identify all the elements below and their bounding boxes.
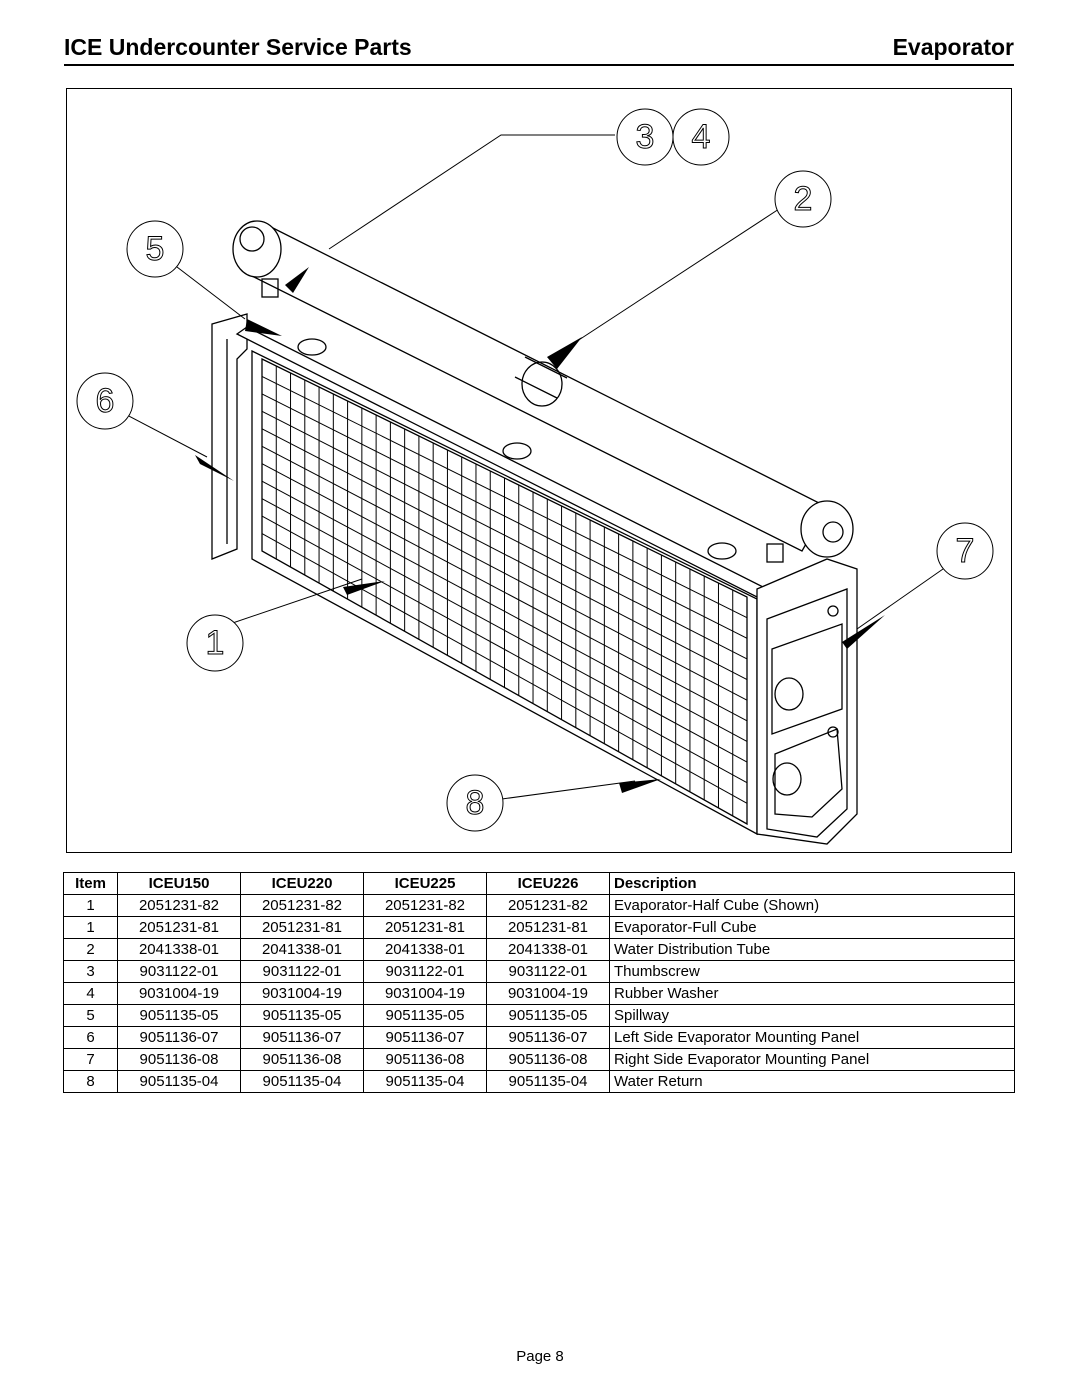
part-number-cell: 9051135-05	[240, 1004, 364, 1027]
description-cell: Water Return	[609, 1070, 1015, 1093]
callout-2: 2	[794, 180, 813, 218]
part-number-cell: 9031122-01	[240, 960, 364, 983]
part-number-cell: 9031122-01	[117, 960, 241, 983]
part-number-cell: 9051136-08	[486, 1048, 610, 1071]
part-number-cell: 9051135-05	[486, 1004, 610, 1027]
description-cell: Evaporator-Full Cube	[609, 916, 1015, 939]
part-number-cell: 9051136-08	[117, 1048, 241, 1071]
evaporator-drawing: 3 4 2 5 6 7 1 8	[76, 108, 994, 845]
part-number-cell: 9051136-08	[363, 1048, 487, 1071]
item-cell: 4	[63, 982, 118, 1005]
part-number-cell: 9051135-05	[117, 1004, 241, 1027]
item-cell: 3	[63, 960, 118, 983]
part-number-cell: 9051135-04	[117, 1070, 241, 1093]
item-cell: 2	[63, 938, 118, 961]
callout-5: 5	[146, 230, 165, 268]
col-header-iceu225: ICEU225	[363, 872, 487, 895]
col-header-description: Description	[609, 872, 1015, 895]
col-header-iceu220: ICEU220	[240, 872, 364, 895]
document-title: ICE Undercounter Service Parts	[64, 34, 412, 60]
description-cell: Thumbscrew	[609, 960, 1015, 983]
part-number-cell: 9031004-19	[117, 982, 241, 1005]
callout-1: 1	[206, 624, 225, 662]
table-header-row: Item ICEU150 ICEU220 ICEU225 ICEU226 Des…	[63, 872, 1015, 895]
part-number-cell: 2041338-01	[240, 938, 364, 961]
description-cell: Rubber Washer	[609, 982, 1015, 1005]
part-number-cell: 9031004-19	[240, 982, 364, 1005]
page-header: ICE Undercounter Service Parts Evaporato…	[64, 34, 1014, 66]
part-number-cell: 9051135-04	[363, 1070, 487, 1093]
part-number-cell: 2051231-81	[240, 916, 364, 939]
evaporator-grid	[251, 349, 758, 836]
right-mounting-panel	[756, 558, 858, 845]
part-number-cell: 2051231-81	[363, 916, 487, 939]
item-cell: 7	[63, 1048, 118, 1071]
part-number-cell: 9031122-01	[486, 960, 610, 983]
item-cell: 5	[63, 1004, 118, 1027]
part-number-cell: 9031004-19	[486, 982, 610, 1005]
callout-7: 7	[956, 532, 975, 570]
part-number-cell: 2051231-81	[117, 916, 241, 939]
description-cell: Spillway	[609, 1004, 1015, 1027]
description-cell: Left Side Evaporator Mounting Panel	[609, 1026, 1015, 1049]
item-cell: 6	[63, 1026, 118, 1049]
part-number-cell: 2051231-82	[117, 894, 241, 917]
part-number-cell: 2051231-81	[486, 916, 610, 939]
description-cell: Water Distribution Tube	[609, 938, 1015, 961]
part-number-cell: 2051231-82	[486, 894, 610, 917]
callout-6: 6	[96, 382, 115, 420]
part-number-cell: 9051135-04	[486, 1070, 610, 1093]
part-number-cell: 9051136-07	[363, 1026, 487, 1049]
parts-table: Item ICEU150 ICEU220 ICEU225 ICEU226 Des…	[63, 872, 1015, 1093]
part-number-cell: 9051136-07	[240, 1026, 364, 1049]
item-cell: 8	[63, 1070, 118, 1093]
part-number-cell: 2051231-82	[240, 894, 364, 917]
col-header-item: Item	[63, 872, 118, 895]
description-cell: Evaporator-Half Cube (Shown)	[609, 894, 1015, 917]
callout-3: 3	[636, 118, 655, 156]
part-number-cell: 2041338-01	[117, 938, 241, 961]
water-distribution-tube	[232, 220, 854, 563]
callout-4: 4	[692, 118, 711, 156]
col-header-iceu226: ICEU226	[486, 872, 610, 895]
part-number-cell: 9051136-08	[240, 1048, 364, 1071]
part-number-cell: 9031122-01	[363, 960, 487, 983]
part-number-cell: 2051231-82	[363, 894, 487, 917]
part-number-cell: 2041338-01	[363, 938, 487, 961]
description-cell: Right Side Evaporator Mounting Panel	[609, 1048, 1015, 1071]
section-title: Evaporator	[892, 34, 1014, 60]
part-number-cell: 9051136-07	[117, 1026, 241, 1049]
part-number-cell: 9051136-07	[486, 1026, 610, 1049]
col-header-iceu150: ICEU150	[117, 872, 241, 895]
part-number-cell: 9031004-19	[363, 982, 487, 1005]
part-number-cell: 2041338-01	[486, 938, 610, 961]
part-number-cell: 9051135-04	[240, 1070, 364, 1093]
evaporator-diagram: 3 4 2 5 6 7 1 8	[66, 88, 1012, 853]
page-number: Page 8	[516, 1348, 564, 1365]
callout-8: 8	[466, 784, 485, 822]
item-cell: 1	[63, 916, 118, 939]
part-number-cell: 9051135-05	[363, 1004, 487, 1027]
item-cell: 1	[63, 894, 118, 917]
left-mounting-panel	[211, 313, 248, 560]
